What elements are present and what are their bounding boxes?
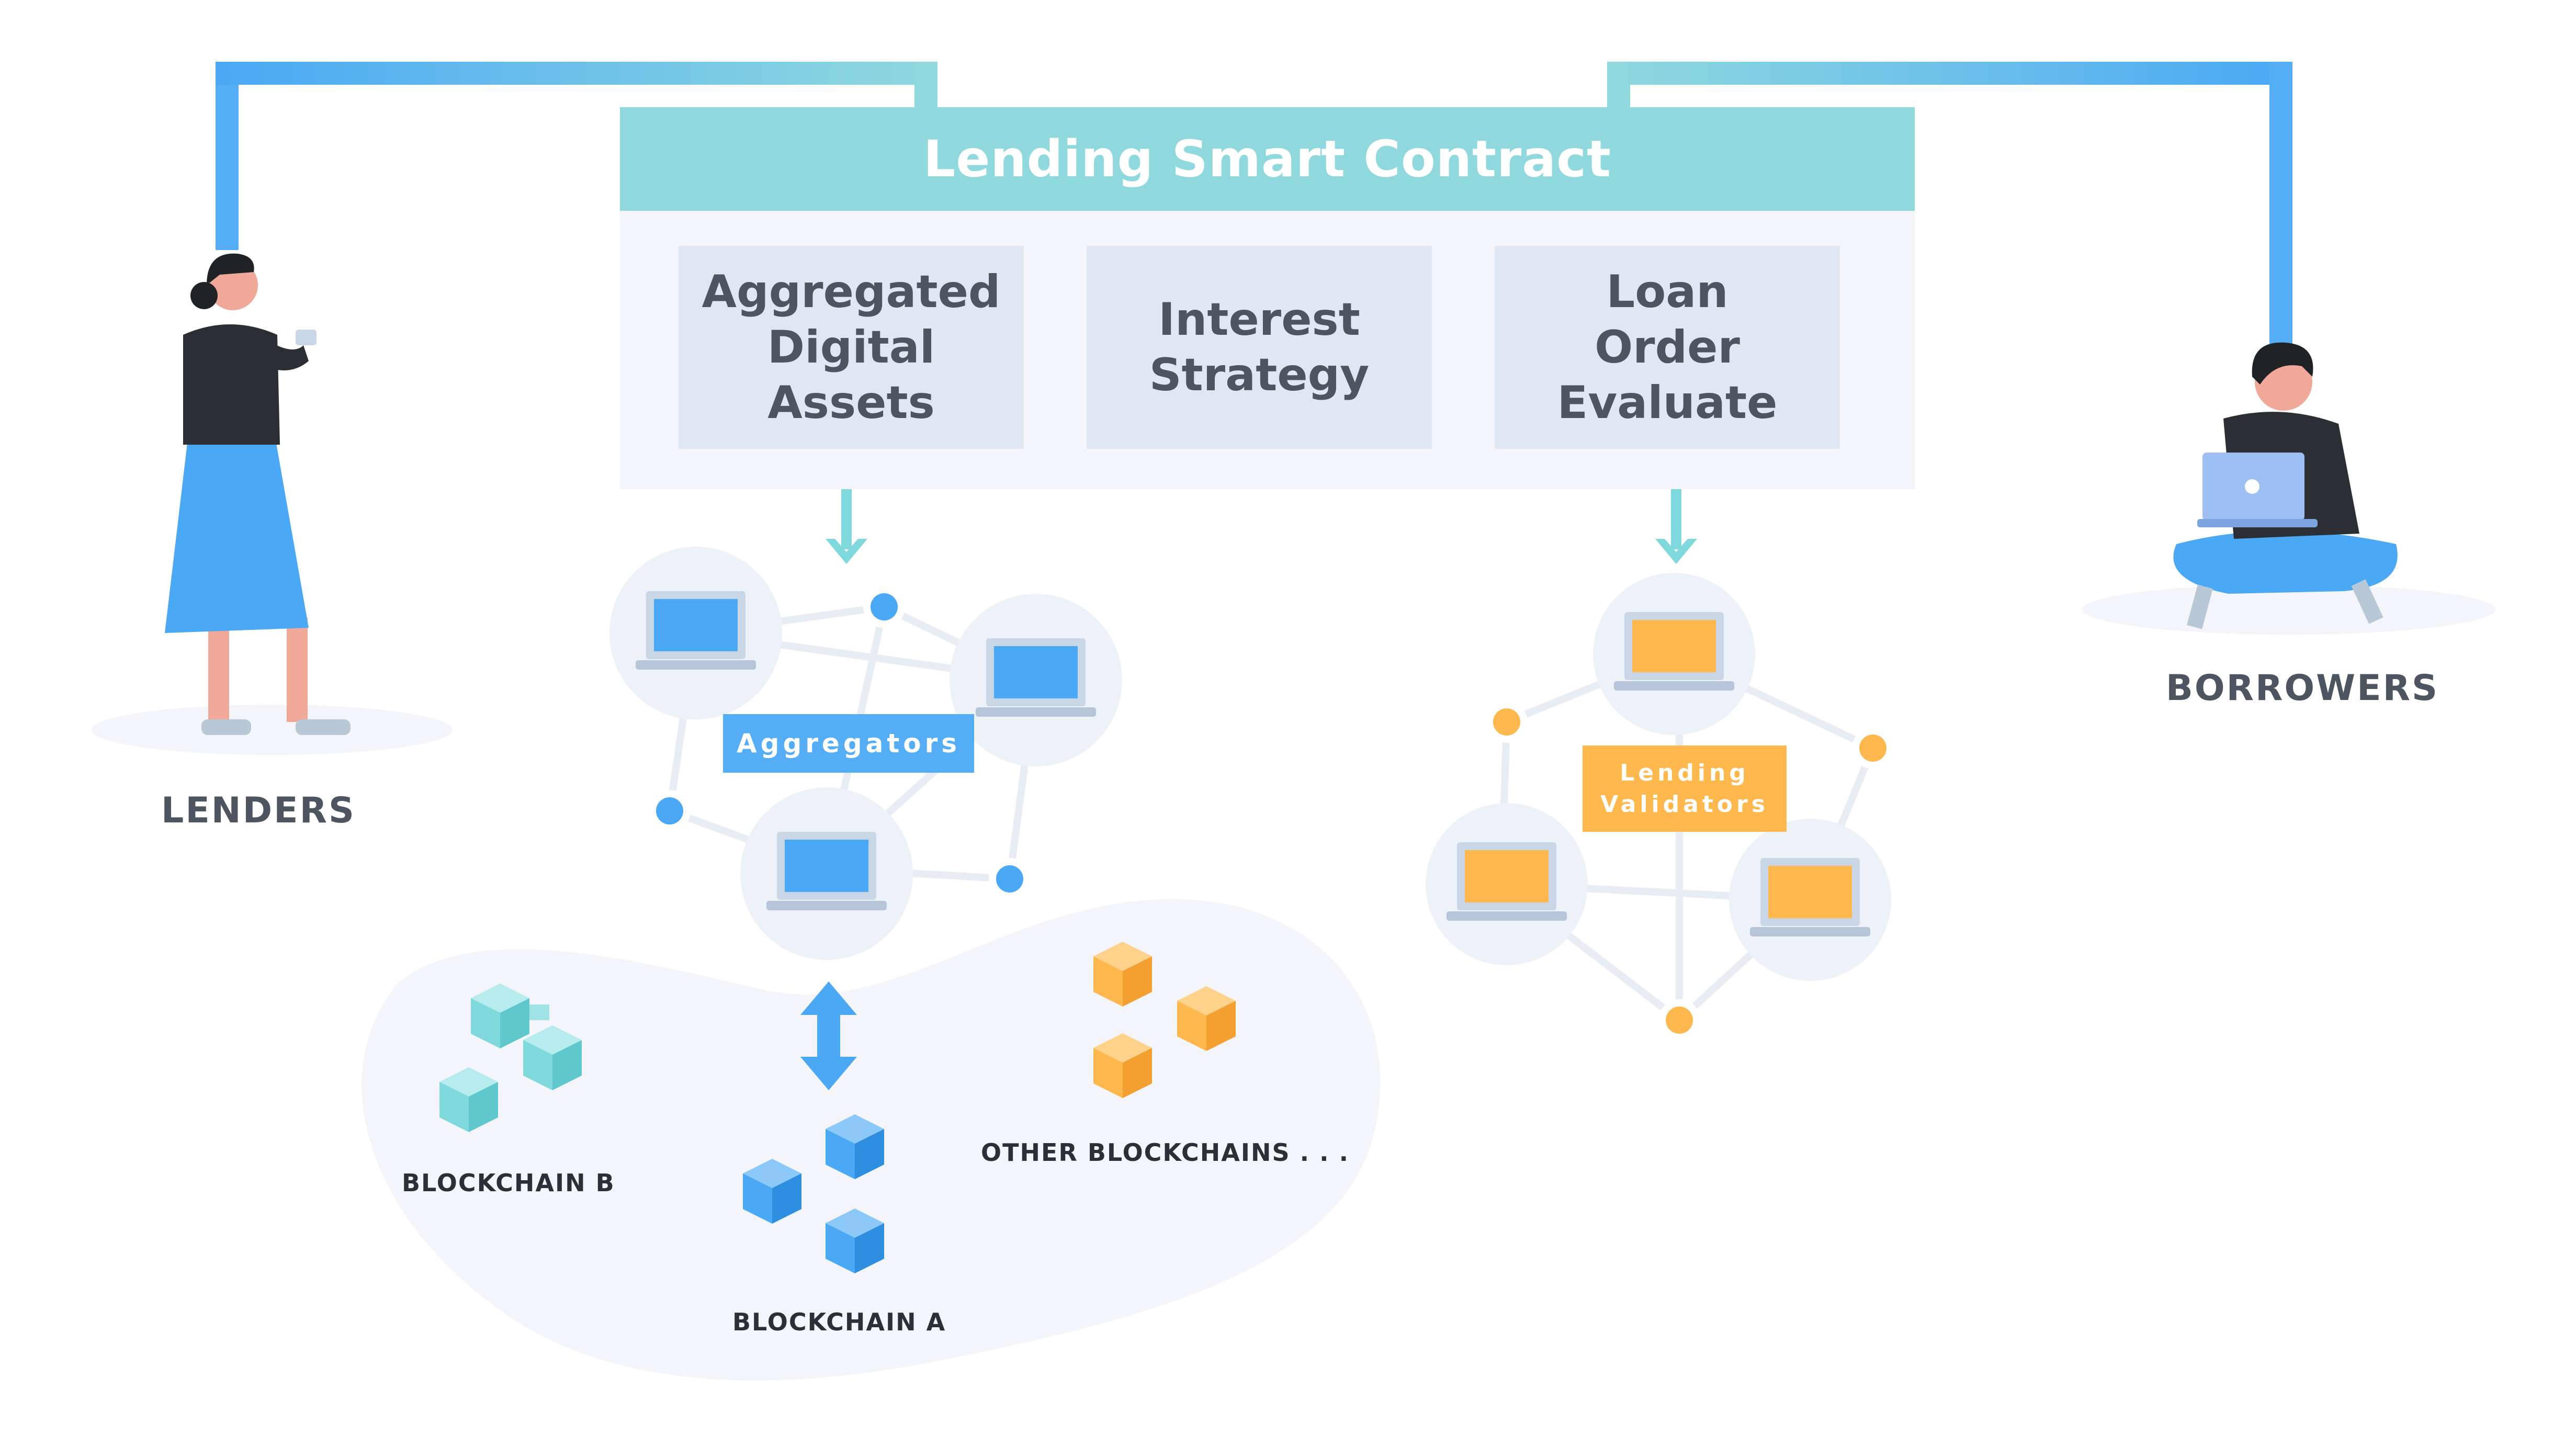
module-aggregated-digital-assets: Aggregated Digital Assets xyxy=(679,246,1024,449)
laptop-icon xyxy=(1614,612,1734,691)
blockchain-b-label: BLOCKCHAIN B xyxy=(402,1169,615,1197)
blockchain-a-label: BLOCKCHAIN A xyxy=(732,1308,946,1336)
laptop-icon xyxy=(1447,842,1567,921)
laptop-icon xyxy=(1750,858,1870,936)
laptop-icon xyxy=(636,591,756,670)
contract-title: Lending Smart Contract xyxy=(620,107,1915,211)
lenders-label: LENDERS xyxy=(161,790,356,831)
other-blockchains-label: OTHER BLOCKCHAINS . . . xyxy=(981,1138,1350,1167)
lender-connector xyxy=(216,62,937,250)
aggregators-tag: Aggregators xyxy=(723,714,974,773)
borrower-connector xyxy=(1607,62,2292,355)
laptop-icon xyxy=(976,638,1096,717)
other-blockchains-icon xyxy=(1093,942,1236,1098)
borrowers-label: BORROWERS xyxy=(2166,668,2439,709)
module-interest-strategy: Interest Strategy xyxy=(1087,246,1432,449)
module-loan-order-evaluate: Loan Order Evaluate xyxy=(1495,246,1840,449)
laptop-icon xyxy=(766,832,887,910)
lender-avatar xyxy=(92,253,453,755)
blockchain-b-icon xyxy=(439,984,582,1132)
blockchain-a-icon xyxy=(743,1114,884,1273)
lending-validators-tag: Lending Validators xyxy=(1583,745,1787,832)
double-arrow-icon xyxy=(800,981,857,1090)
borrower-avatar xyxy=(2082,342,2495,635)
